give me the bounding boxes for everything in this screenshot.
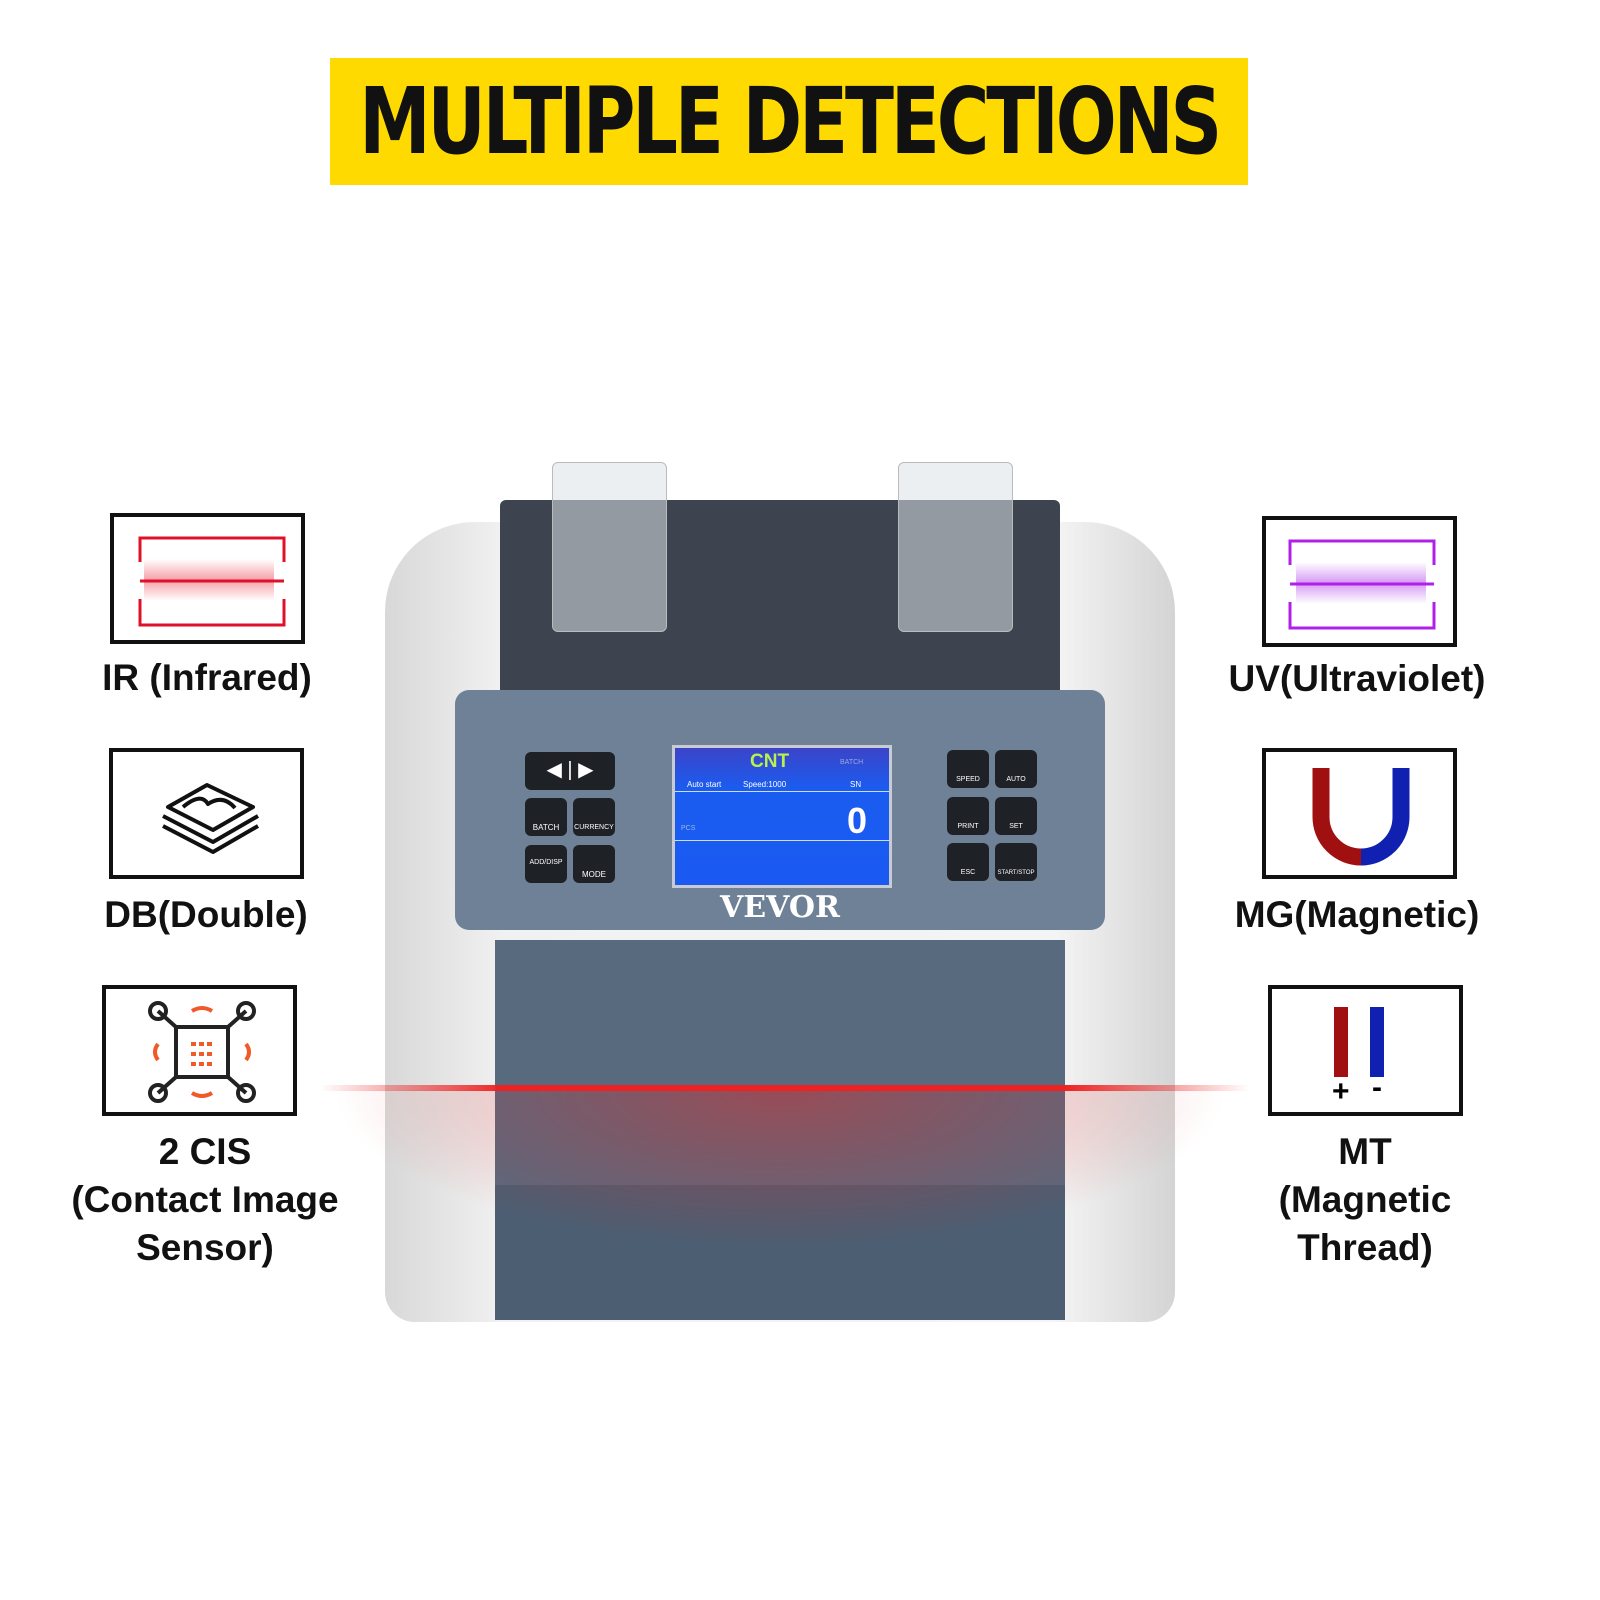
speed-button[interactable]: SPEED xyxy=(947,750,989,788)
arrow-left-right-button[interactable]: ◀ | ▶ xyxy=(525,752,615,790)
contact-image-sensor-icon xyxy=(148,1001,256,1103)
screen-pcs: PCS xyxy=(681,825,696,832)
auto-up-button[interactable]: AUTO xyxy=(995,750,1037,788)
ultraviolet-scan-icon xyxy=(1288,539,1436,630)
laser-glow xyxy=(330,1090,1230,1250)
mode-button[interactable]: MODE xyxy=(573,845,615,883)
brand-logo: VEVOR xyxy=(720,890,840,925)
set-down-button[interactable]: SET xyxy=(995,797,1037,835)
print-button[interactable]: PRINT xyxy=(947,797,989,835)
ir-label: IR (Infrared) xyxy=(102,657,312,698)
screen-mode: CNT xyxy=(750,751,790,772)
lcd-screen: CNT BATCH Auto start Speed:1000 SN PCS 0 xyxy=(672,745,892,888)
db-label: DB(Double) xyxy=(104,894,308,935)
screen-batch: BATCH xyxy=(840,759,864,766)
mt-label-line2: (Magnetic xyxy=(1278,1179,1452,1220)
screen-count: 0 xyxy=(847,800,868,841)
infrared-scan-icon xyxy=(138,536,286,627)
mt-feature-box: + - xyxy=(1268,985,1463,1116)
magnet-icon xyxy=(1312,768,1410,866)
plus-sign: + xyxy=(1332,1075,1350,1108)
cis-label-line1: 2 CIS xyxy=(158,1131,252,1172)
screen-speed: Speed:1000 xyxy=(743,780,787,789)
right-note-guide xyxy=(898,462,1013,632)
output-tray xyxy=(495,1185,1065,1320)
title-banner: MULTIPLE DETECTIONS xyxy=(330,58,1248,185)
screen-sn: SN xyxy=(850,780,862,789)
esc-button[interactable]: ESC xyxy=(947,843,989,881)
double-note-layers-icon xyxy=(162,783,260,854)
mg-feature-box xyxy=(1262,748,1457,879)
add-disp-button[interactable]: ADD/DISP xyxy=(525,845,567,883)
uv-label: UV(Ultraviolet) xyxy=(1228,658,1486,699)
batch-button[interactable]: BATCH xyxy=(525,798,567,836)
db-feature-box xyxy=(109,748,304,879)
uv-feature-box xyxy=(1262,516,1457,647)
magnetic-thread-icon: + - xyxy=(1332,1007,1384,1108)
mt-label-line3: Thread) xyxy=(1297,1227,1433,1268)
screen-auto-start: Auto start xyxy=(687,780,722,789)
minus-sign: - xyxy=(1372,1071,1382,1104)
laser-line xyxy=(320,1085,1250,1091)
start-stop-button[interactable]: START/STOP xyxy=(995,843,1037,881)
currency-button[interactable]: CURRENCY xyxy=(573,798,615,836)
cis-label-line3: Sensor) xyxy=(136,1227,274,1268)
title: MULTIPLE DETECTIONS xyxy=(359,68,1222,175)
mt-label-line1: MT xyxy=(1338,1131,1392,1172)
mg-label: MG(Magnetic) xyxy=(1234,894,1480,935)
left-note-guide xyxy=(552,462,667,632)
cis-label-line2: (Contact Image xyxy=(71,1179,339,1220)
ir-feature-box xyxy=(110,513,305,644)
cis-feature-box xyxy=(102,985,297,1116)
